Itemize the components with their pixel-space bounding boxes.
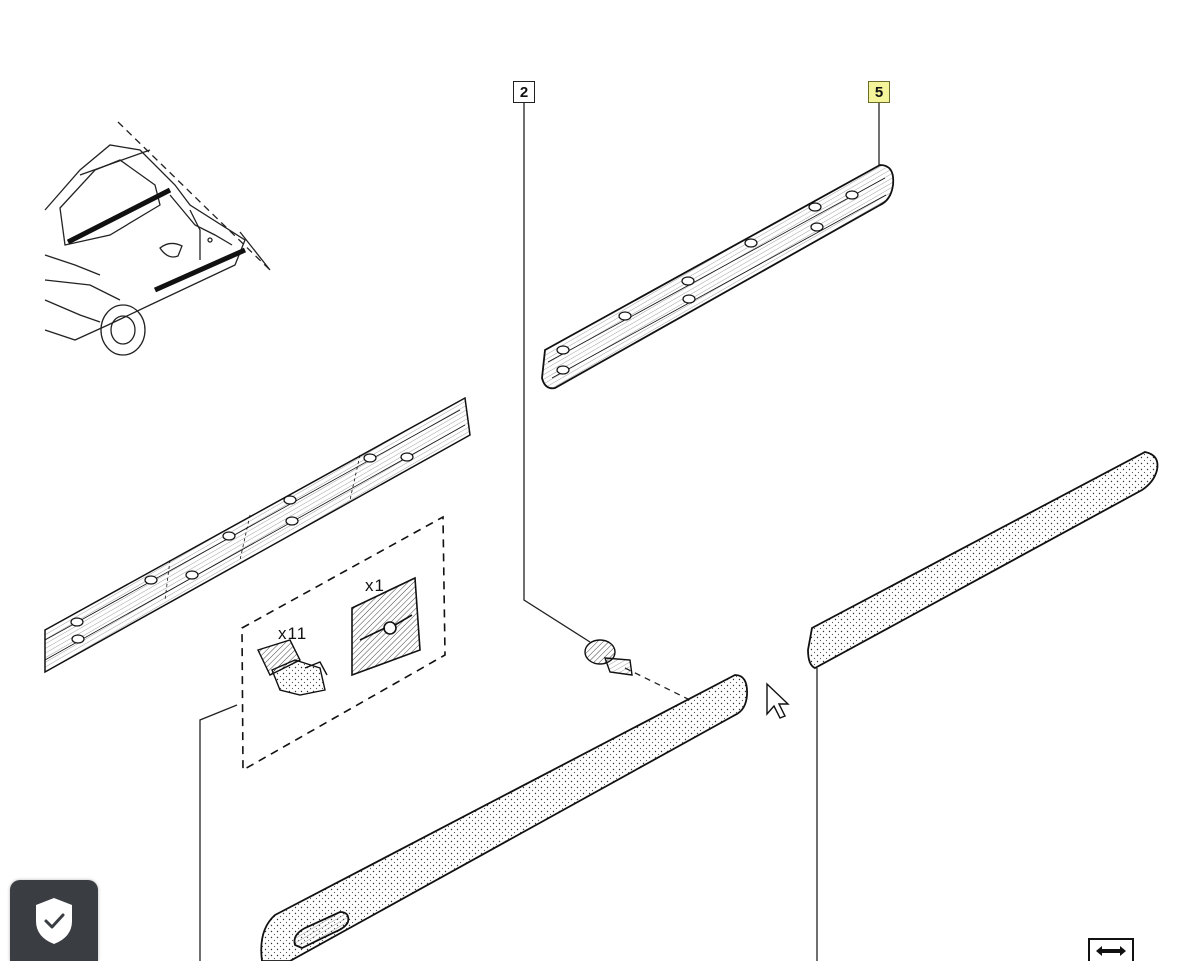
security-badge[interactable] [10, 880, 98, 961]
expand-toggle-button[interactable] [1088, 938, 1134, 961]
callout-part-5[interactable]: 5 [868, 81, 890, 103]
mounting-bracket [351, 576, 421, 677]
moulding-strip-right [807, 451, 1159, 669]
bracket-quantity: x1 [365, 576, 385, 595]
mouse-pointer-icon [766, 682, 790, 719]
vehicle-overview [44, 121, 271, 356]
callout-part-2[interactable]: 2 [513, 81, 535, 103]
moulding-strip-left [44, 396, 471, 674]
retaining-clip [257, 639, 328, 696]
screw [584, 639, 633, 676]
moulding-strip-part5 [541, 164, 895, 390]
clip-quantity: x11 [278, 624, 308, 643]
expand-arrows-icon [1096, 945, 1126, 956]
shield-check-icon [36, 897, 72, 944]
moulding-strip-lower [260, 674, 748, 961]
fastener-kit [241, 515, 446, 772]
leader-lines [199, 103, 880, 961]
